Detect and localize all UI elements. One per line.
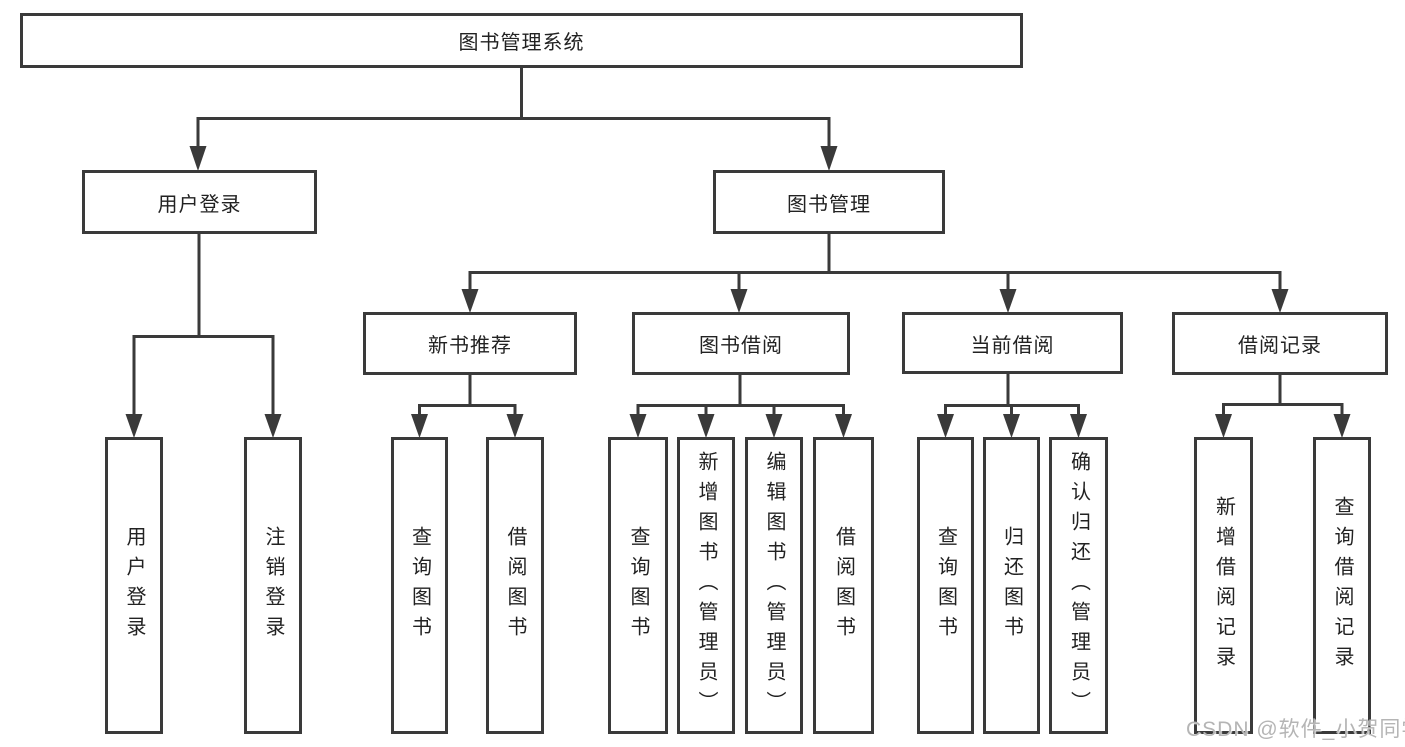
leaf-recommend-borrow-books: 借阅图书 <box>486 437 544 734</box>
node-new-book-recommend-label: 新书推荐 <box>428 335 512 357</box>
leaf-return-books: 归还图书 <box>983 437 1040 734</box>
leaf-confirm-return-admin: 确认归还（管理员） <box>1049 437 1108 734</box>
leaf-return-books-label: 归还图书 <box>1000 525 1023 646</box>
leaf-user-login: 用户登录 <box>105 437 163 734</box>
node-new-book-recommend: 新书推荐 <box>363 312 577 375</box>
leaf-confirm-return-admin-label: 确认归还（管理员） <box>1067 450 1090 721</box>
node-borrow-records: 借阅记录 <box>1172 312 1388 375</box>
node-current-borrow: 当前借阅 <box>902 312 1123 374</box>
node-book-management-label: 图书管理 <box>787 193 871 216</box>
leaf-logout: 注销登录 <box>244 437 302 734</box>
node-root-label: 图书管理系统 <box>458 32 585 54</box>
leaf-borrow-query-books: 查询图书 <box>608 437 668 734</box>
leaf-borrow-books-label: 借阅图书 <box>832 525 855 646</box>
leaf-add-books-admin: 新增图书（管理员） <box>677 437 735 734</box>
node-book-borrow: 图书借阅 <box>632 312 850 375</box>
leaf-recommend-borrow-books-label: 借阅图书 <box>504 525 526 646</box>
leaf-query-borrow-record-label: 查询借阅记录 <box>1331 495 1353 676</box>
leaf-user-login-label: 用户登录 <box>123 525 145 646</box>
leaf-borrow-query-books-label: 查询图书 <box>627 525 649 646</box>
node-current-borrow-label: 当前借阅 <box>970 334 1055 357</box>
leaf-edit-books-admin: 编辑图书（管理员） <box>745 437 803 734</box>
leaf-borrow-books: 借阅图书 <box>813 437 874 734</box>
node-book-borrow-label: 图书借阅 <box>699 335 783 357</box>
node-borrow-records-label: 借阅记录 <box>1238 335 1322 357</box>
leaf-edit-books-admin-label: 编辑图书（管理员） <box>763 450 785 721</box>
leaf-recommend-query-books: 查询图书 <box>391 437 448 734</box>
leaf-query-borrow-record: 查询借阅记录 <box>1313 437 1371 734</box>
csdn-watermark: CSDN @软件_小贺同学 <box>1186 718 1405 741</box>
leaf-add-books-admin-label: 新增图书（管理员） <box>695 450 717 721</box>
node-user-login-label: 用户登录 <box>157 193 242 216</box>
node-user-login: 用户登录 <box>82 170 317 234</box>
node-root: 图书管理系统 <box>20 13 1023 68</box>
leaf-add-borrow-record-label: 新增借阅记录 <box>1212 495 1235 676</box>
node-book-management: 图书管理 <box>713 170 945 234</box>
leaf-current-query-books-label: 查询图书 <box>934 525 957 646</box>
leaf-recommend-query-books-label: 查询图书 <box>408 525 431 646</box>
leaf-add-borrow-record: 新增借阅记录 <box>1194 437 1253 734</box>
leaf-current-query-books: 查询图书 <box>917 437 974 734</box>
leaf-logout-label: 注销登录 <box>262 525 284 646</box>
